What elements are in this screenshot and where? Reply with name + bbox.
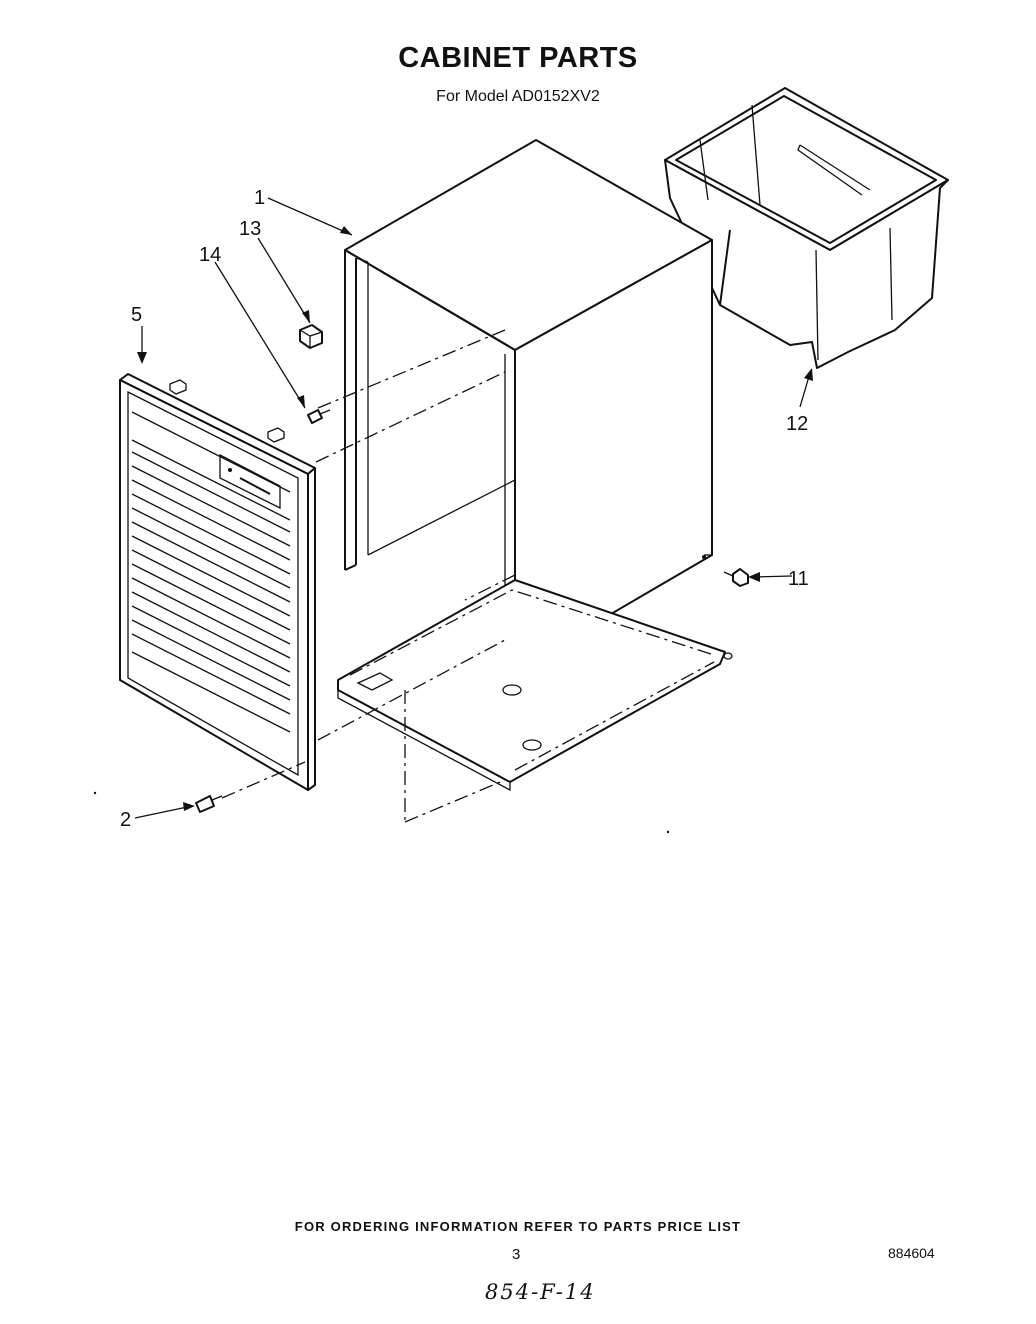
cabinet-wrapper-drawing — [344, 139, 713, 671]
part-number-1: 1 — [254, 187, 265, 209]
model-subtitle: For Model AD0152XV2 — [436, 88, 600, 105]
part-number-2: 2 — [120, 809, 131, 831]
page-title: CABINET PARTS — [398, 42, 638, 74]
leader-arrows — [134, 197, 813, 819]
front-grille-drawing — [119, 373, 316, 791]
base-pan-drawing — [337, 579, 733, 792]
bumper-drawing — [299, 324, 323, 349]
handwritten-note: 854-F-14 — [485, 1280, 596, 1304]
part-number-13: 13 — [239, 218, 261, 240]
screw-drawing — [307, 409, 331, 424]
document-number: 884604 — [888, 1245, 935, 1261]
water-bucket-drawing — [664, 87, 949, 369]
front-panel-screw-drawing — [195, 795, 223, 813]
part-number-12: 12 — [786, 413, 808, 435]
cabinet-screw-drawing — [723, 568, 749, 587]
part-number-11: 11 — [788, 568, 809, 590]
ordering-footer: FOR ORDERING INFORMATION REFER TO PARTS … — [294, 1219, 742, 1234]
page-number: 3 — [512, 1246, 521, 1263]
part-number-5: 5 — [131, 304, 142, 326]
alignment-lines — [221, 329, 516, 823]
part-number-14: 14 — [199, 244, 221, 266]
